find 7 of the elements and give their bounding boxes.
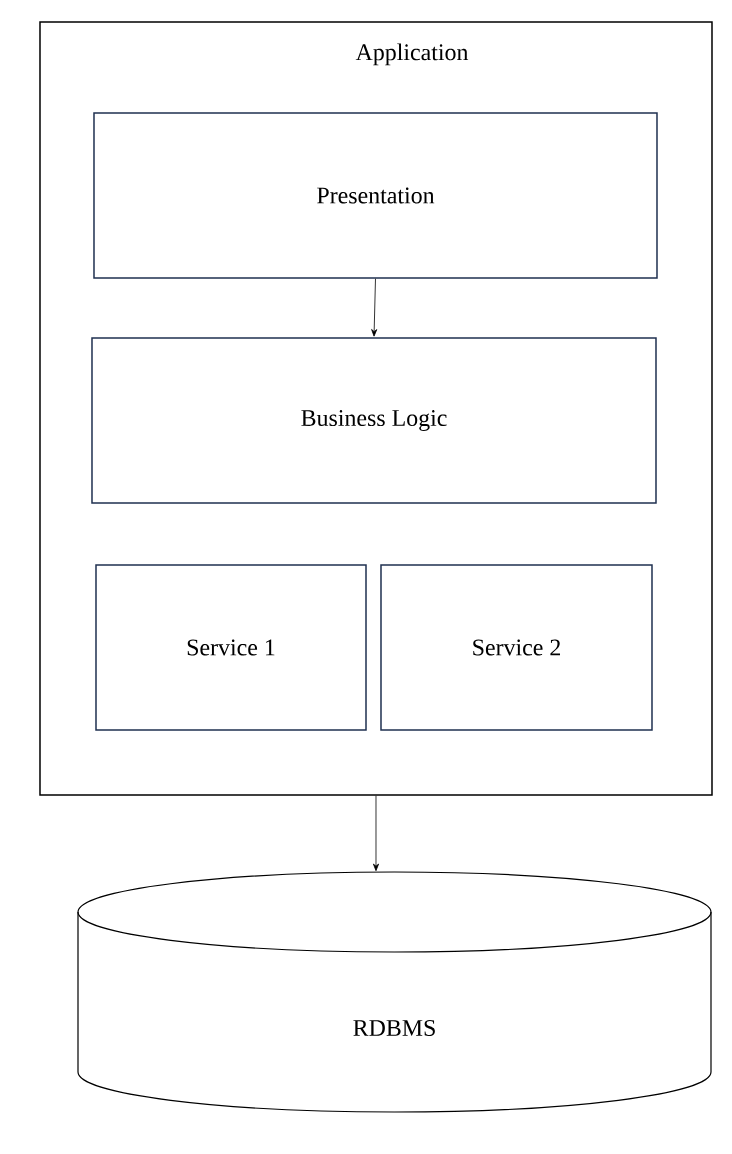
arrow [373, 795, 379, 872]
layer-box: Presentation [93, 112, 658, 279]
layer-box: Business Logic [91, 337, 657, 504]
service-box: Service 1 [95, 564, 367, 731]
service-box: Service 2 [380, 564, 653, 731]
database-cylinder: RDBMS [77, 871, 712, 1113]
arrow [371, 278, 378, 337]
